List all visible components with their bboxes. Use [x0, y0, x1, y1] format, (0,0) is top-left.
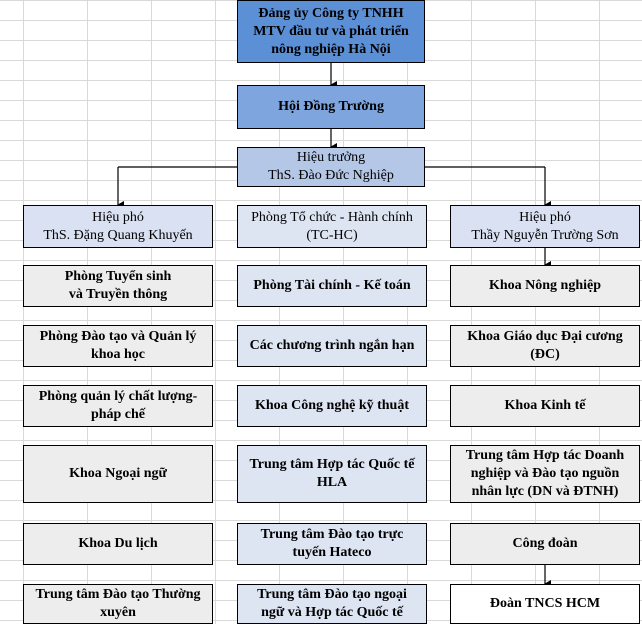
school-board-box: Hội Đồng Trường	[237, 85, 425, 129]
org-unit-box: Khoa Du lịch	[23, 523, 213, 565]
org-unit-box: Khoa Nông nghiệp	[450, 265, 640, 307]
vice-principal-right-label: Hiệu phó Thầy Nguyễn Trường Sơn	[471, 209, 619, 243]
vice-principal-right-box: Hiệu phó Thầy Nguyễn Trường Sơn	[450, 205, 640, 248]
org-unit-label: Trung tâm Hợp tác Quốc tế HLA	[249, 457, 415, 490]
org-unit-label: Phòng quản lý chất lượng- pháp chế	[38, 389, 198, 422]
org-unit-label: Trung tâm Đào tạo trực tuyến Hateco	[260, 527, 404, 560]
org-unit-box: Khoa Ngoại ngữ	[23, 445, 213, 503]
school-board-label: Hội Đồng Trường	[278, 99, 384, 114]
principal-label: Hiệu trưởng ThS. Đào Đức Nghiệp	[268, 150, 394, 183]
org-unit-box: Khoa Giáo dục Đại cương (ĐC)	[450, 325, 640, 367]
org-unit-label: Các chương trình ngắn hạn	[249, 338, 415, 353]
org-unit-label: Phòng Tuyển sinh và Truyền thông	[64, 269, 172, 302]
org-unit-box: Khoa Kinh tế	[450, 385, 640, 427]
org-unit-label: Trung tâm Hợp tác Doanh nghiệp và Đào tạ…	[465, 448, 625, 499]
party-committee-label: Đảng ủy Công ty TNHH MTV đầu tư và phát …	[253, 5, 409, 57]
vice-principal-left-label: Hiệu phó ThS. Đặng Quang Khuyến	[43, 209, 193, 243]
org-unit-label: Trung tâm Đào tạo ngoại ngữ và Hợp tác Q…	[257, 587, 407, 620]
org-unit-box: Phòng Đào tạo và Quản lý khoa học	[23, 325, 213, 367]
org-unit-box: Trung tâm Đào tạo ngoại ngữ và Hợp tác Q…	[237, 584, 427, 624]
org-unit-box: Trung tâm Đào tạo Thường xuyên	[23, 584, 213, 624]
org-unit-box: Đoàn TNCS HCM	[450, 584, 640, 624]
org-unit-label: Phòng Đào tạo và Quản lý khoa học	[39, 329, 197, 362]
vice-principal-left-box: Hiệu phó ThS. Đặng Quang Khuyến	[23, 205, 213, 248]
org-unit-box: Phòng quản lý chất lượng- pháp chế	[23, 385, 213, 427]
org-unit-label: Trung tâm Đào tạo Thường xuyên	[35, 587, 201, 620]
admin-office-box: Phòng Tổ chức - Hành chính (TC-HC)	[237, 205, 427, 248]
org-unit-label: Khoa Nông nghiệp	[488, 278, 602, 293]
org-unit-label: Công đoàn	[512, 536, 578, 551]
org-unit-box: Các chương trình ngắn hạn	[237, 325, 427, 367]
org-unit-box: Trung tâm Hợp tác Quốc tế HLA	[237, 445, 427, 503]
org-unit-box: Trung tâm Đào tạo trực tuyến Hateco	[237, 523, 427, 565]
org-unit-box: Trung tâm Hợp tác Doanh nghiệp và Đào tạ…	[450, 445, 640, 503]
org-unit-label: Khoa Ngoại ngữ	[69, 466, 167, 481]
admin-office-label: Phòng Tổ chức - Hành chính (TC-HC)	[251, 209, 413, 243]
org-unit-label: Khoa Du lịch	[78, 536, 158, 551]
org-unit-box: Phòng Tài chính - Kế toán	[237, 265, 427, 307]
org-unit-label: Khoa Công nghệ kỹ thuật	[254, 398, 410, 413]
org-unit-label: Đoàn TNCS HCM	[489, 596, 601, 611]
org-unit-box: Công đoàn	[450, 523, 640, 565]
org-unit-label: Khoa Giáo dục Đại cương (ĐC)	[467, 329, 623, 362]
org-unit-box: Phòng Tuyển sinh và Truyền thông	[23, 265, 213, 307]
org-unit-label: Phòng Tài chính - Kế toán	[253, 278, 411, 293]
party-committee-box: Đảng ủy Công ty TNHH MTV đầu tư và phát …	[237, 0, 425, 63]
principal-box: Hiệu trưởng ThS. Đào Đức Nghiệp	[237, 147, 425, 187]
org-unit-label: Khoa Kinh tế	[504, 398, 586, 413]
org-unit-box: Khoa Công nghệ kỹ thuật	[237, 385, 427, 427]
